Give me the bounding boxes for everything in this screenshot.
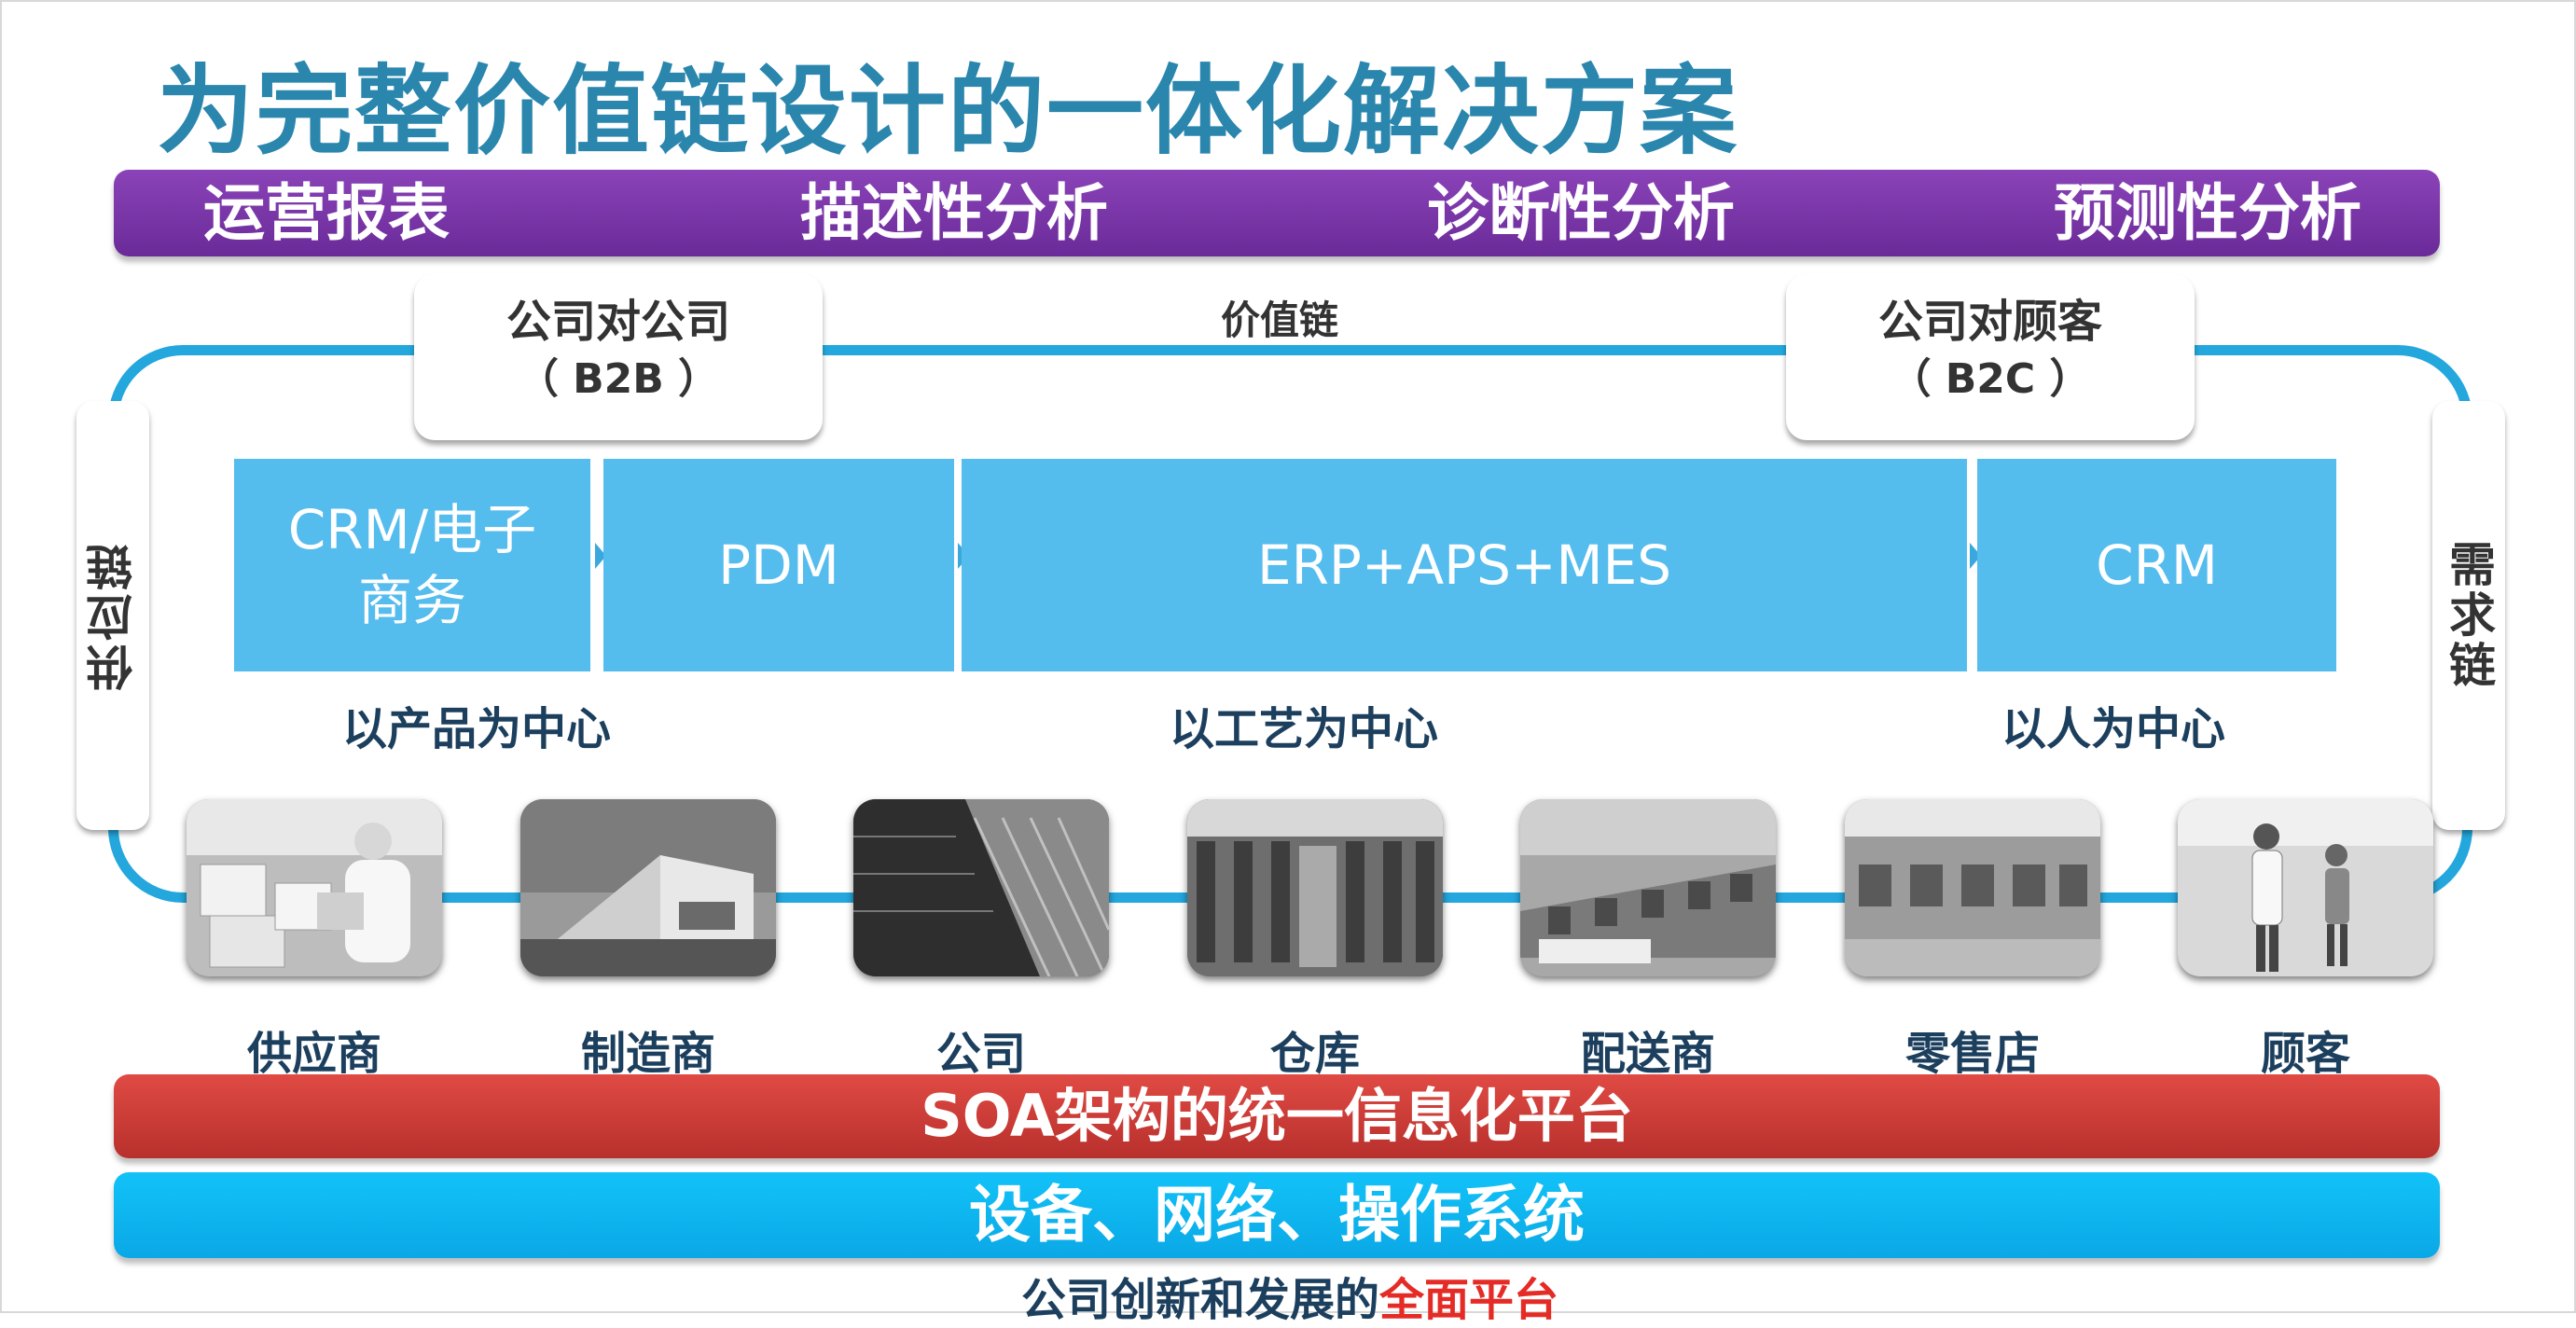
soa-platform-label: SOA架构的统一信息化平台 (921, 1082, 1633, 1150)
analysis-bar: 运营报表 描述性分析 诊断性分析 预测性分析 (114, 170, 2440, 256)
storefront-photo (1845, 799, 2100, 976)
soa-platform-bar: SOA架构的统一信息化平台 (114, 1074, 2440, 1158)
infrastructure-label: 设备、网络、操作系统 (969, 1179, 1585, 1251)
people-centric-label: 以人为中心 (2001, 703, 2226, 755)
b2b-callout: 公司对公司 （ B2B ） (414, 274, 823, 440)
factory-building-photo (520, 799, 776, 976)
warehouse-interior-photo (1187, 799, 1443, 976)
office-tower-photo (853, 799, 1109, 976)
footer-text: 公司创新和发展的 (1020, 1274, 1379, 1326)
analysis-diagnostic: 诊断性分析 (1427, 177, 1735, 249)
analysis-descriptive: 描述性分析 (800, 177, 1108, 249)
b2c-abbr: （ B2C ） (1890, 355, 2091, 403)
supply-chain-label: 供应链 (86, 540, 140, 691)
actor-label-warehouse: 仓库 (1269, 1028, 1360, 1080)
crm-box: CRM (1977, 459, 2336, 671)
infrastructure-bar: 设备、网络、操作系统 (114, 1172, 2440, 1258)
page-title: 为完整价值链设计的一体化解决方案 (157, 54, 1739, 168)
actor-label-supplier: 供应商 (246, 1028, 381, 1080)
footer-tagline: 公司创新和发展的全面平台 (2, 1263, 2576, 1328)
actor-label-company: 公司 (935, 1028, 1026, 1080)
pdm-box: PDM (603, 459, 954, 671)
supply-chain-panel: 供应链 (76, 401, 149, 830)
crm-ecommerce-box: CRM/电子 商务 (234, 459, 590, 671)
demand-chain-panel: 需求链 (2432, 401, 2505, 830)
value-chain-label: 价值链 (1220, 297, 1338, 343)
footer-highlight: 全面平台 (1379, 1274, 1559, 1326)
crm-ecommerce-line2: 商务 (357, 569, 466, 632)
analysis-predictive: 预测性分析 (2054, 177, 2361, 249)
actor-label-manufacturer: 制造商 (580, 1028, 715, 1080)
demand-chain-label: 需求链 (2442, 540, 2496, 691)
shoppers-photo (2178, 799, 2433, 976)
worker-boxes-photo (187, 799, 442, 976)
crm-ecommerce-line1: CRM/电子 (287, 498, 537, 561)
b2b-abbr: （ B2B ） (517, 355, 720, 403)
product-centric-label: 以产品为中心 (342, 703, 612, 755)
b2c-title: 公司对顾客 (1877, 296, 2102, 348)
distribution-center-photo (1520, 799, 1776, 976)
b2b-title: 公司对公司 (506, 296, 730, 348)
actor-label-customer: 顾客 (2260, 1028, 2350, 1080)
erp-aps-mes-box: ERP+APS+MES (962, 459, 1967, 671)
b2c-callout: 公司对顾客 （ B2C ） (1786, 274, 2195, 440)
actor-label-distributor: 配送商 (1580, 1028, 1715, 1080)
actor-label-retail-store: 零售店 (1904, 1028, 2040, 1080)
process-centric-label: 以工艺为中心 (1170, 703, 1439, 755)
analysis-operational-reports: 运营报表 (203, 177, 450, 249)
